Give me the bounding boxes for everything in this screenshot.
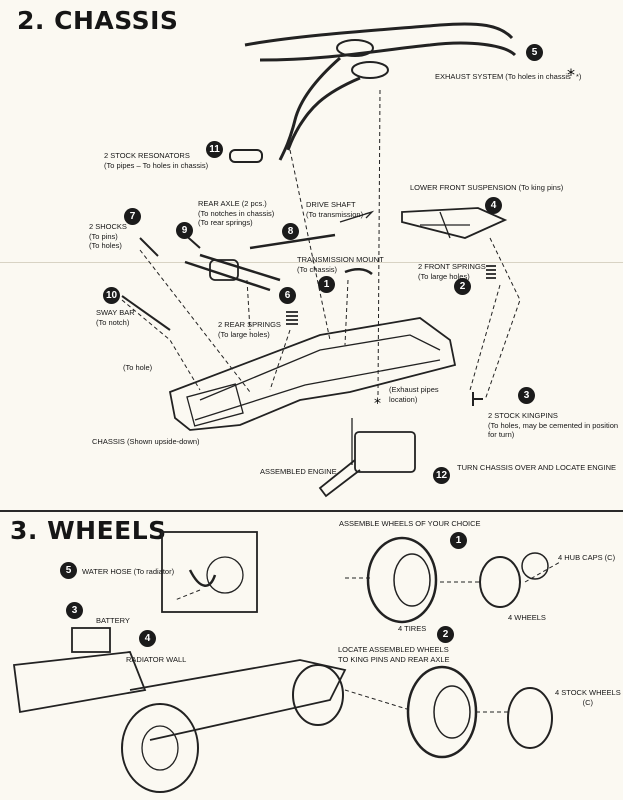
callout-label: 2 STOCK KINGPINS (To holes, may be cemen… <box>488 411 619 439</box>
callout-label: LOCATE ASSEMBLED WHEELS TO KING PINS AND… <box>338 645 450 664</box>
callout-label: REAR AXLE (2 pcs.) (To notches in chassi… <box>198 199 275 227</box>
callout-label: EXHAUST SYSTEM (To holes in chassis <box>435 72 571 81</box>
front-suspension <box>420 211 470 239</box>
callout-number: 12 <box>433 467 450 484</box>
resonator <box>229 149 263 163</box>
radiator-grille <box>12 651 147 714</box>
callout-number: 10 <box>103 287 120 304</box>
callout-number: 7 <box>124 208 141 225</box>
tire <box>406 665 478 759</box>
radiator-cap <box>206 556 244 594</box>
wheel <box>479 556 521 608</box>
drive-shaft <box>249 233 336 250</box>
to-hole-label: (To hole) <box>123 363 153 372</box>
front-spring <box>486 265 496 279</box>
front-wheel-hub <box>141 725 179 771</box>
chassis-frame <box>199 334 441 401</box>
callout-number: 11 <box>206 141 223 158</box>
callout-number: 5 <box>60 562 77 579</box>
asterisk: * <box>567 65 575 84</box>
hub-cap <box>521 552 549 580</box>
chassis-frame <box>168 317 457 431</box>
hub-caps-label: 4 HUB CAPS (C) <box>558 553 616 562</box>
callout-label: SWAY BAR (To notch) <box>96 308 135 327</box>
differential <box>209 259 239 281</box>
muffler <box>336 39 374 57</box>
fold-line <box>0 262 623 263</box>
exhaust-location-label: (Exhaust pipes location) <box>389 385 439 404</box>
tire-inner <box>433 685 471 739</box>
callout-label-suffix: *) <box>576 72 582 81</box>
transmission-mount <box>344 268 373 275</box>
callout-label: RADIATOR WALL <box>126 655 187 664</box>
exhaust-pipe <box>278 56 341 161</box>
rear-wheel <box>292 664 344 726</box>
callout-number: 2 <box>437 626 454 643</box>
section-divider <box>0 510 623 512</box>
callout-label: 2 REAR SPRINGS (To large holes) <box>218 320 281 339</box>
battery <box>71 627 111 653</box>
arrow <box>339 210 375 223</box>
callout-label: DRIVE SHAFT (To transmission) <box>306 200 364 219</box>
callout-number: 4 <box>139 630 156 647</box>
callout-number: 5 <box>526 44 543 61</box>
stock-wheel <box>507 687 553 749</box>
callout-number: 2 <box>454 278 471 295</box>
callout-number: 9 <box>176 222 193 239</box>
rear-spring <box>286 311 298 325</box>
engine-label: ASSEMBLED ENGINE <box>260 467 337 476</box>
callout-number: 3 <box>66 602 83 619</box>
transmission <box>318 459 361 498</box>
callout-label: BATTERY <box>96 616 130 625</box>
exhaust-pipe <box>244 22 514 47</box>
exhaust-pipe <box>286 76 361 151</box>
callout-number: 4 <box>485 197 502 214</box>
radiator-wall <box>161 531 258 613</box>
frame-rail <box>129 659 347 741</box>
callout-label: 2 SHOCKS (To pins) (To holes) <box>89 222 127 250</box>
callout-label: 2 STOCK RESONATORS (To pipes – To holes … <box>104 151 209 170</box>
kingpin <box>472 392 483 406</box>
tires-label: 4 TIRES <box>398 624 427 633</box>
exhaust-pipe <box>259 41 517 62</box>
callout-label: TURN CHASSIS OVER AND LOCATE ENGINE <box>457 463 617 472</box>
callout-number: 6 <box>279 287 296 304</box>
assemble-wheels-label: ASSEMBLE WHEELS OF YOUR CHOICE <box>339 519 481 528</box>
chassis-floor <box>186 383 244 427</box>
callout-number: 1 <box>450 532 467 549</box>
chassis-frame <box>194 359 441 421</box>
callout-number: 8 <box>282 223 299 240</box>
callout-number: 1 <box>318 276 335 293</box>
sway-bar <box>121 295 171 331</box>
callout-label: TRANSMISSION MOUNT (To chassis) <box>297 255 384 274</box>
front-wheel <box>121 703 199 793</box>
callout-label: LOWER FRONT SUSPENSION (To king pins) <box>410 183 564 192</box>
section-title-chassis: 2. CHASSIS <box>17 6 179 35</box>
muffler <box>351 61 389 79</box>
asterisk: * <box>374 396 381 412</box>
callout-label: 2 FRONT SPRINGS (To large holes) <box>418 262 486 281</box>
stock-wheels-label: 4 STOCK WHEELS (C) <box>555 688 621 707</box>
rear-axle <box>184 253 281 292</box>
section-title-wheels: 3. WHEELS <box>10 516 167 545</box>
callout-number: 3 <box>518 387 535 404</box>
front-suspension <box>401 207 508 239</box>
chassis-label: CHASSIS (Shown upside-down) <box>92 437 200 446</box>
tire-inner <box>393 553 431 607</box>
callout-label: WATER HOSE (To radiator) <box>82 567 175 576</box>
engine-block <box>354 431 416 473</box>
tire <box>366 536 438 624</box>
water-hose <box>188 569 217 587</box>
wheels-label: 4 WHEELS <box>508 613 546 622</box>
